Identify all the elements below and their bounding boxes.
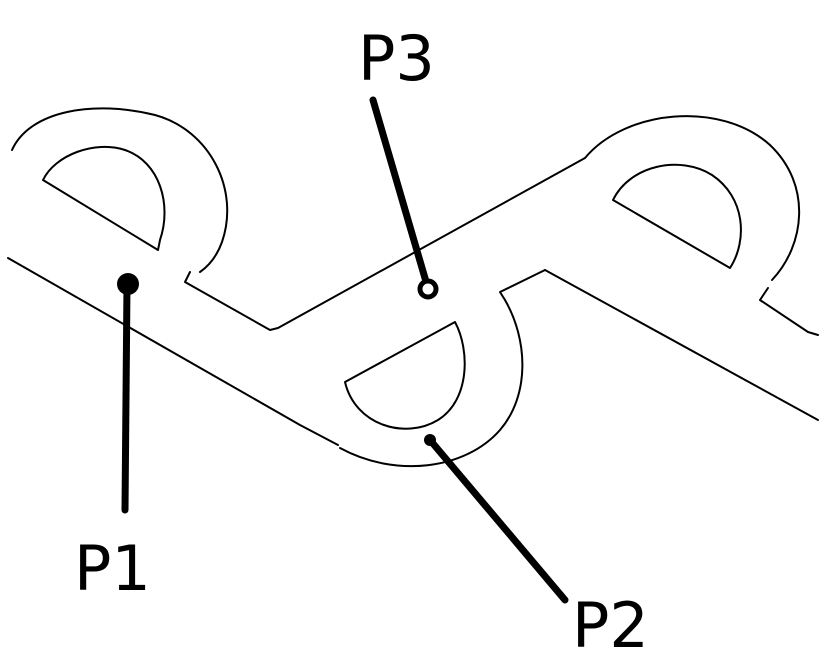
left-half-disc [42,145,166,251]
left-inner-edge [184,271,279,331]
lower-body-edge [7,257,339,446]
left-outer-arc [11,107,229,273]
p1-point-marker [117,273,139,295]
right-lower-edge [544,269,819,421]
right-outer-arc [584,115,801,281]
p3-point-marker [417,278,439,300]
right-inner-edge [759,287,819,336]
p2-leader-line [426,436,569,604]
center-half-disc [344,321,466,430]
p3-leader-line [369,96,431,289]
p3-label: P3 [358,22,435,95]
upper-body-edge [277,157,586,329]
right-half-disc [612,163,742,269]
p1-label: P1 [74,532,151,605]
p2-point-marker [424,434,436,446]
p2-label: P2 [572,589,649,662]
center-inner-edge [499,269,546,301]
center-outer-arc [339,299,524,468]
p1-leader-line [121,281,131,514]
